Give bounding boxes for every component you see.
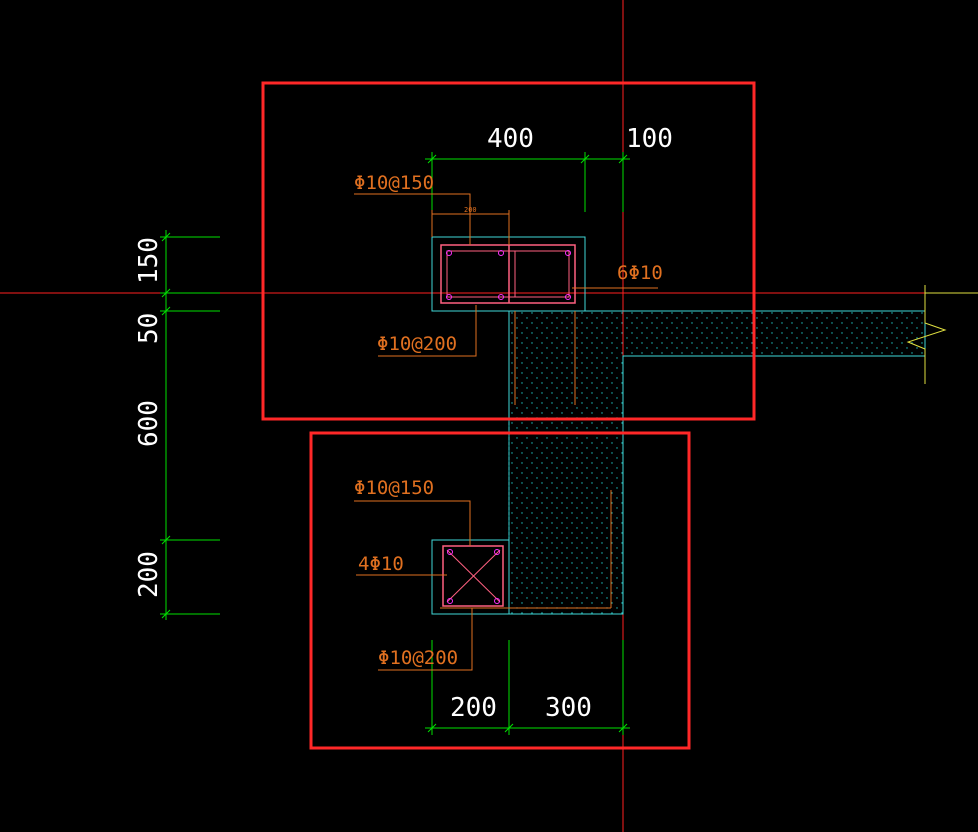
concrete-section bbox=[431, 236, 926, 615]
tick bbox=[161, 306, 171, 316]
tick bbox=[504, 723, 514, 733]
tick bbox=[580, 154, 590, 164]
dim-left-200: 200 bbox=[134, 551, 164, 598]
lower-tie-label: Φ10@200 bbox=[378, 647, 458, 669]
upper-tie-label: Φ10@200 bbox=[377, 333, 457, 355]
dim-top-width: 400 bbox=[487, 124, 534, 154]
leader-upper-stirrup bbox=[354, 193, 471, 245]
lower-main-bars-label: 4Φ10 bbox=[358, 553, 404, 575]
rebar-dot bbox=[447, 549, 453, 555]
rebar-dot bbox=[498, 250, 504, 256]
tick bbox=[427, 154, 437, 164]
upper-stirrup-inner bbox=[446, 250, 570, 298]
tick bbox=[161, 535, 171, 545]
upper-main-bars-label: 6Φ10 bbox=[617, 262, 663, 284]
tick bbox=[618, 154, 628, 164]
break-line-symbol bbox=[906, 285, 978, 384]
rebar-dot bbox=[494, 598, 500, 604]
lower-tie-diagonal-2 bbox=[446, 549, 501, 603]
dim-left-50: 50 bbox=[134, 313, 164, 344]
upper-stirrup-label: Φ10@150 bbox=[354, 172, 434, 194]
rebar-dot bbox=[447, 598, 453, 604]
dim-bottom-300: 300 bbox=[545, 693, 592, 723]
leader-lower-tie bbox=[378, 608, 473, 671]
leader-lines bbox=[354, 193, 658, 671]
tick bbox=[161, 232, 171, 242]
tick bbox=[161, 288, 171, 298]
upper-stirrup-outer bbox=[440, 244, 576, 304]
lower-stirrup-label: Φ10@150 bbox=[354, 477, 434, 499]
upper-rebar-cage bbox=[440, 244, 576, 304]
upper-beam-outline bbox=[431, 236, 586, 312]
lower-beam-outline bbox=[431, 539, 510, 615]
dim-left-150: 150 bbox=[134, 237, 164, 284]
lower-rebar-cage bbox=[442, 545, 504, 607]
tick bbox=[618, 723, 628, 733]
upper-highlight-box[interactable] bbox=[261, 81, 756, 421]
dim-left-600: 600 bbox=[134, 400, 164, 447]
wall-slab-hatch bbox=[508, 310, 926, 615]
lower-stirrup bbox=[442, 545, 504, 607]
rebar-dot bbox=[565, 294, 571, 300]
rebar-dot bbox=[494, 549, 500, 555]
dim-top-offset: 100 bbox=[626, 124, 673, 154]
leader-lower-stirrup bbox=[354, 500, 471, 546]
leader-upper-tie bbox=[378, 305, 477, 357]
rebar-dot bbox=[498, 294, 504, 300]
break-line bbox=[906, 285, 947, 384]
tick bbox=[427, 723, 437, 733]
dim-bottom-200: 200 bbox=[450, 693, 497, 723]
rebar-dot bbox=[565, 250, 571, 256]
lower-highlight-box[interactable] bbox=[309, 431, 691, 750]
rebar-dot bbox=[446, 250, 452, 256]
rebar-dot bbox=[446, 294, 452, 300]
tick bbox=[161, 609, 171, 619]
